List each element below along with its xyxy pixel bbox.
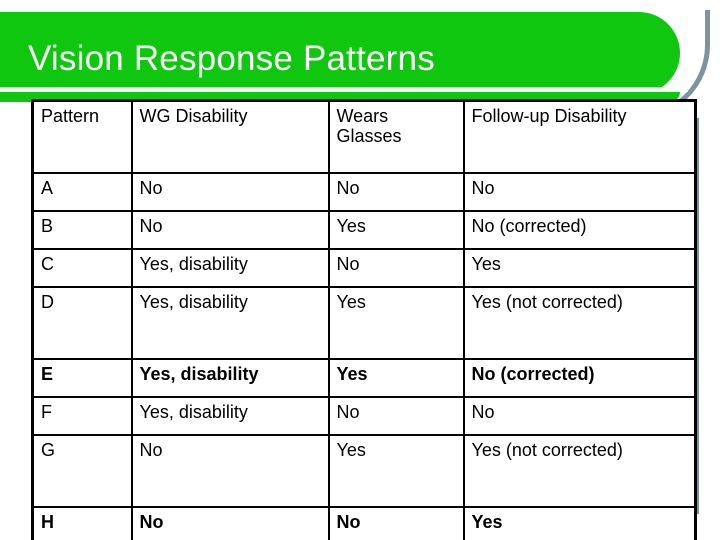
cell-pattern: H bbox=[31, 506, 133, 540]
column-header-pattern: Pattern bbox=[31, 99, 133, 174]
cell-followup-disability: Yes (not corrected) bbox=[462, 286, 697, 360]
vision-response-patterns-table: Pattern WG Disability Wears Glasses Foll… bbox=[31, 99, 697, 540]
cell-wg-disability: Yes, disability bbox=[130, 248, 330, 288]
cell-wg-disability: Yes, disability bbox=[130, 396, 330, 436]
cell-wears-glasses: Yes bbox=[327, 210, 465, 250]
table-header-row: Pattern WG Disability Wears Glasses Foll… bbox=[31, 99, 697, 174]
cell-wears-glasses: Yes bbox=[327, 286, 465, 360]
cell-wears-glasses: Yes bbox=[327, 434, 465, 508]
table-row: D Yes, disability Yes Yes (not corrected… bbox=[31, 286, 697, 360]
cell-followup-disability: No (corrected) bbox=[462, 210, 697, 250]
cell-wg-disability: Yes, disability bbox=[130, 286, 330, 360]
title-banner: Vision Response Patterns bbox=[0, 12, 680, 94]
cell-followup-disability: No bbox=[462, 172, 697, 212]
cell-wg-disability: No bbox=[130, 172, 330, 212]
cell-wg-disability: Yes, disability bbox=[130, 358, 330, 398]
cell-pattern: E bbox=[31, 358, 133, 398]
table-row: E Yes, disability Yes No (corrected) bbox=[31, 358, 697, 398]
cell-pattern: C bbox=[31, 248, 133, 288]
cell-wears-glasses: Yes bbox=[327, 358, 465, 398]
table-row: A No No No bbox=[31, 172, 697, 212]
cell-pattern: G bbox=[31, 434, 133, 508]
cell-followup-disability: Yes bbox=[462, 506, 697, 540]
page-title: Vision Response Patterns bbox=[28, 39, 435, 78]
cell-pattern: F bbox=[31, 396, 133, 436]
cell-pattern: D bbox=[31, 286, 133, 360]
table-row: G No Yes Yes (not corrected) bbox=[31, 434, 697, 508]
title-banner-under-strip bbox=[0, 92, 680, 102]
table-row: B No Yes No (corrected) bbox=[31, 210, 697, 250]
cell-followup-disability: Yes bbox=[462, 248, 697, 288]
cell-pattern: B bbox=[31, 210, 133, 250]
cell-wears-glasses: No bbox=[327, 248, 465, 288]
cell-wears-glasses: No bbox=[327, 396, 465, 436]
column-header-wg-disability: WG Disability bbox=[130, 99, 330, 174]
title-divider-rule bbox=[0, 87, 688, 92]
cell-wg-disability: No bbox=[130, 210, 330, 250]
table-row: C Yes, disability No Yes bbox=[31, 248, 697, 288]
table-row: H No No Yes bbox=[31, 506, 697, 540]
cell-wg-disability: No bbox=[130, 434, 330, 508]
table-row: F Yes, disability No No bbox=[31, 396, 697, 436]
cell-wears-glasses: No bbox=[327, 506, 465, 540]
cell-wears-glasses: No bbox=[327, 172, 465, 212]
cell-followup-disability: No bbox=[462, 396, 697, 436]
table-right-edge-accent bbox=[695, 118, 699, 514]
column-header-followup-disability: Follow-up Disability bbox=[462, 99, 697, 174]
cell-followup-disability: Yes (not corrected) bbox=[462, 434, 697, 508]
cell-pattern: A bbox=[31, 172, 133, 212]
column-header-wears-glasses: Wears Glasses bbox=[327, 99, 465, 174]
cell-wg-disability: No bbox=[130, 506, 330, 540]
cell-followup-disability: No (corrected) bbox=[462, 358, 697, 398]
